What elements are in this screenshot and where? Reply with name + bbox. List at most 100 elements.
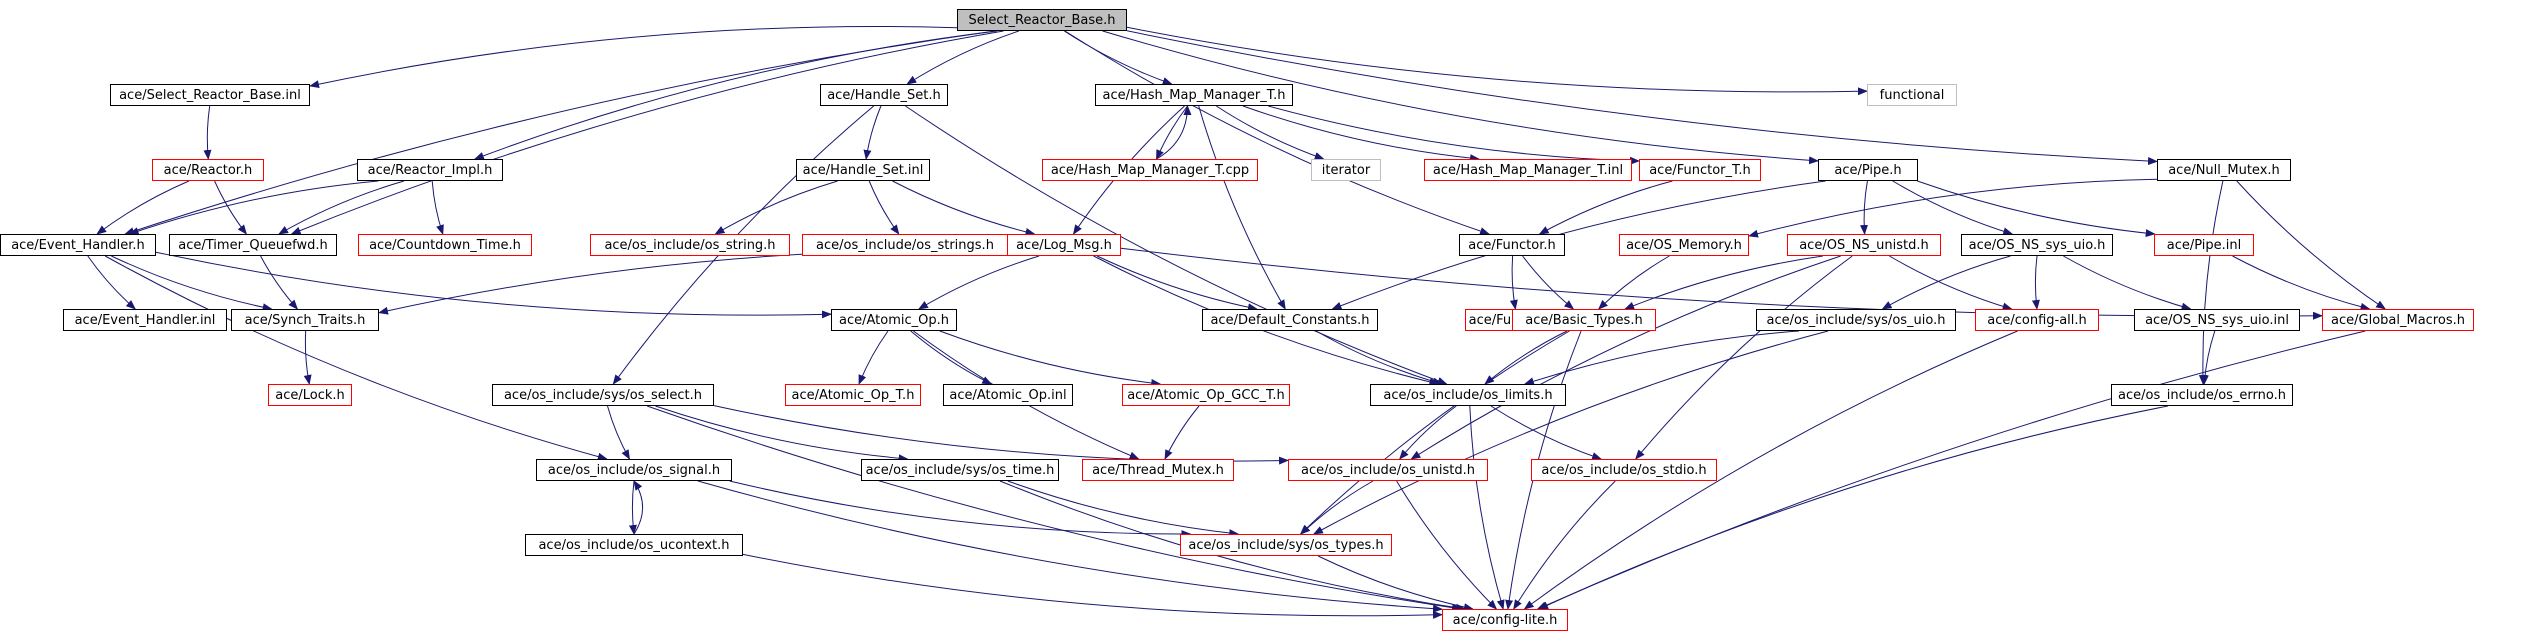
edge-log-msg-h-to-synch-traits-h <box>378 249 1008 315</box>
edge-select-reactor-base-inl-to-reactor-h <box>203 105 212 160</box>
edge-os-unistd-h-to-sys-os-types-h <box>1300 480 1374 535</box>
node-sys-os-uio-h[interactable]: ace/os_include/sys/os_uio.h <box>1756 309 1956 331</box>
edge-log-msg-h-to-global-macros-h <box>1120 247 2323 320</box>
node-os-string-h[interactable]: ace/os_include/os_string.h <box>590 234 790 256</box>
edge-os-ns-sys-uio-h-to-config-all-h <box>2031 255 2040 310</box>
edge-os-ns-unistd-h-to-basic-types-h <box>1624 255 1823 310</box>
edge-os-stdio-h-to-config-lite-h <box>1513 480 1616 610</box>
edge-os-unistd-h-to-config-lite-h <box>1396 480 1498 610</box>
edge-config-all-h-to-config-lite-h <box>1523 330 2018 610</box>
edge-os-ns-sys-uio-inl-to-os-errno-h <box>2200 330 2216 385</box>
edge-pipe-h-to-os-ns-unistd-h <box>1860 180 1868 235</box>
edge-hash-map-manager-t-h-to-hash-map-manager-t-cpp <box>1156 105 1188 160</box>
edge-hash-map-manager-t-h-to-hash-map-manager-t-inl <box>1242 105 1480 163</box>
edge-reactor-impl-h-to-event-handler-h <box>128 180 379 235</box>
edge-sys-os-time-h-to-sys-os-types-h <box>1007 480 1240 538</box>
node-synch-traits-h[interactable]: ace/Synch_Traits.h <box>231 309 379 331</box>
node-os-errno-h[interactable]: ace/os_include/os_errno.h <box>2111 384 2293 406</box>
edge-null-mutex-h-to-global-macros-h <box>2236 180 2387 310</box>
node-reactor-impl-h[interactable]: ace/Reactor_Impl.h <box>357 159 503 181</box>
node-functor-t-h[interactable]: ace/Functor_T.h <box>1639 159 1761 181</box>
edge-select-reactor-base-h-to-select-reactor-base-inl <box>309 25 958 89</box>
node-default-constants-h[interactable]: ace/Default_Constants.h <box>1202 309 1378 331</box>
edge-hash-map-manager-t-cpp-to-hash-map-manager-t-h <box>1156 105 1192 160</box>
edge-default-constants-h-to-os-limits-h <box>1315 330 1443 386</box>
node-handle-set-h[interactable]: ace/Handle_Set.h <box>820 84 948 106</box>
edge-select-reactor-base-h-to-hash-map-manager-t-h <box>1064 30 1173 85</box>
edge-timer-queuefwd-h-to-synch-traits-h <box>260 255 299 310</box>
edge-pipe-h-to-pipe-inl <box>1917 180 2156 238</box>
edge-null-mutex-h-to-os-errno-h <box>2198 180 2224 385</box>
node-hash-map-manager-t-cpp[interactable]: ace/Hash_Map_Manager_T.cpp <box>1042 159 1258 181</box>
edge-atomic-op-h-to-atomic-op-t-h <box>858 330 889 385</box>
node-log-msg-h[interactable]: ace/Log_Msg.h <box>1007 234 1121 256</box>
edge-handle-set-inl-to-os-strings-h <box>868 180 900 235</box>
edge-handle-set-h-to-os-limits-h <box>905 105 1448 385</box>
node-config-lite-h[interactable]: ace/config-lite.h <box>1442 609 1568 631</box>
node-atomic-op-gcc-t-h[interactable]: ace/Atomic_Op_GCC_T.h <box>1122 384 1290 406</box>
node-timer-queuefwd-h[interactable]: ace/Timer_Queuefwd.h <box>169 234 337 256</box>
edge-event-handler-h-to-event-handler-inl <box>87 255 136 310</box>
node-sys-os-select-h[interactable]: ace/os_include/sys/os_select.h <box>492 384 714 406</box>
node-select-reactor-base-h[interactable]: Select_Reactor_Base.h <box>957 9 1127 31</box>
node-atomic-op-inl[interactable]: ace/Atomic_Op.inl <box>943 384 1073 406</box>
edge-sys-os-select-h-to-os-unistd-h <box>713 405 1289 465</box>
node-os-signal-h[interactable]: ace/os_include/os_signal.h <box>536 459 732 481</box>
node-os-strings-h[interactable]: ace/os_include/os_strings.h <box>802 234 1008 256</box>
edge-select-reactor-base-h-to-handle-set-h <box>906 30 1019 85</box>
node-event-handler-inl[interactable]: ace/Event_Handler.inl <box>63 309 227 331</box>
edge-event-handler-h-to-synch-traits-h <box>111 255 273 312</box>
node-countdown-time-h[interactable]: ace/Countdown_Time.h <box>358 234 532 256</box>
node-hash-map-manager-t-h[interactable]: ace/Hash_Map_Manager_T.h <box>1095 84 1293 106</box>
edge-event-handler-h-to-atomic-op-h <box>155 251 832 319</box>
node-os-unistd-h[interactable]: ace/os_include/os_unistd.h <box>1288 459 1488 481</box>
edge-os-signal-h-to-sys-os-types-h <box>729 480 1192 539</box>
node-os-ns-sys-uio-h[interactable]: ace/OS_NS_sys_uio.h <box>1961 234 2113 256</box>
edge-os-limits-h-to-os-unistd-h <box>1399 405 1457 460</box>
node-pipe-h[interactable]: ace/Pipe.h <box>1818 159 1918 181</box>
edge-os-memory-h-to-basic-types-h <box>1597 255 1670 310</box>
edge-reactor-impl-h-to-countdown-time-h <box>431 180 444 235</box>
node-handle-set-inl[interactable]: ace/Handle_Set.inl <box>796 159 930 181</box>
node-thread-mutex-h[interactable]: ace/Thread_Mutex.h <box>1082 459 1234 481</box>
edge-select-reactor-base-h-to-pipe-h <box>1102 30 1819 165</box>
node-functor-h[interactable]: ace/Functor.h <box>1459 234 1565 256</box>
node-os-stdio-h[interactable]: ace/os_include/os_stdio.h <box>1531 459 1717 481</box>
node-os-ucontext-h[interactable]: ace/os_include/os_ucontext.h <box>525 534 743 556</box>
edge-select-reactor-base-h-to-event-handler-h <box>124 30 995 235</box>
node-os-ns-sys-uio-inl[interactable]: ace/OS_NS_sys_uio.inl <box>2134 309 2300 331</box>
node-null-mutex-h[interactable]: ace/Null_Mutex.h <box>2157 159 2291 181</box>
node-sys-os-types-h[interactable]: ace/os_include/sys/os_types.h <box>1180 534 1392 556</box>
node-functional: functional <box>1867 84 1957 106</box>
node-basic-types-h[interactable]: ace/Basic_Types.h <box>1512 309 1656 331</box>
edge-select-reactor-base-h-to-functor-h <box>1064 30 1490 235</box>
node-atomic-op-t-h[interactable]: ace/Atomic_Op_T.h <box>785 384 921 406</box>
edge-os-ucontext-h-to-config-lite-h <box>742 553 1443 619</box>
edge-pipe-inl-to-global-macros-h <box>2232 255 2371 311</box>
edge-hash-map-manager-t-h-to-iterator <box>1216 105 1325 160</box>
edge-atomic-op-gcc-t-h-to-thread-mutex-h <box>1164 405 1200 460</box>
node-os-limits-h[interactable]: ace/os_include/os_limits.h <box>1370 384 1566 406</box>
edge-log-msg-h-to-default-constants-h <box>1096 255 1258 312</box>
edge-basic-types-h-to-sys-os-types-h <box>1299 330 1570 535</box>
node-config-all-h[interactable]: ace/config-all.h <box>1975 309 2099 331</box>
node-pipe-inl[interactable]: ace/Pipe.inl <box>2154 234 2254 256</box>
edge-null-mutex-h-to-os-memory-h <box>1748 178 2158 238</box>
node-global-macros-h[interactable]: ace/Global_Macros.h <box>2322 309 2474 331</box>
node-lock-h[interactable]: ace/Lock.h <box>268 384 352 406</box>
edge-sys-os-uio-h-to-os-limits-h <box>1523 330 1800 386</box>
edge-select-reactor-base-h-to-functional <box>1126 26 1868 96</box>
edge-pipe-h-to-os-ns-sys-uio-h <box>1892 180 2014 236</box>
node-atomic-op-h[interactable]: ace/Atomic_Op.h <box>831 309 957 331</box>
node-reactor-h[interactable]: ace/Reactor.h <box>152 159 264 181</box>
node-hash-map-manager-t-inl[interactable]: ace/Hash_Map_Manager_T.inl <box>1424 159 1632 181</box>
node-event-handler-h[interactable]: ace/Event_Handler.h <box>0 234 156 256</box>
node-os-memory-h[interactable]: ace/OS_Memory.h <box>1619 234 1749 256</box>
node-os-ns-unistd-h[interactable]: ace/OS_NS_unistd.h <box>1787 234 1941 256</box>
edge-hash-map-manager-t-h-to-default-constants-h <box>1198 105 1286 310</box>
edge-os-limits-h-to-os-stdio-h <box>1490 405 1603 460</box>
node-select-reactor-base-inl[interactable]: ace/Select_Reactor_Base.inl <box>110 84 310 106</box>
node-sys-os-time-h[interactable]: ace/os_include/sys/os_time.h <box>861 459 1059 481</box>
edge-reactor-h-to-event-handler-h <box>96 180 190 235</box>
